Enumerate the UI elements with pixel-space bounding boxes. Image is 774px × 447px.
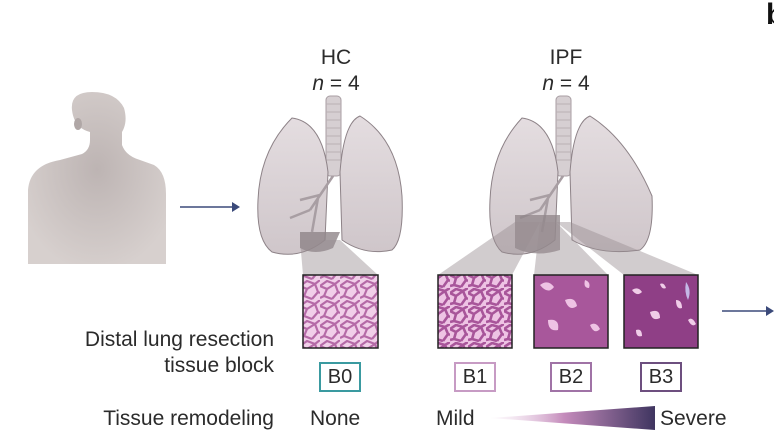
sample-size-symbol: n <box>312 72 325 95</box>
sample-size-ipf: n = 4 <box>526 72 606 96</box>
remodeling-severe: Severe <box>660 407 727 430</box>
human-figure-icon <box>28 92 166 264</box>
hc-lungs-icon <box>257 95 403 255</box>
sample-size-hc: n = 4 <box>296 72 376 96</box>
remodeling-gradient-bar <box>490 406 655 430</box>
sample-size-value: = 4 <box>324 72 360 95</box>
ipf-lungs-icon <box>489 95 653 255</box>
group-label-hc: HC <box>320 46 352 69</box>
sample-size-symbol: n <box>542 72 555 95</box>
remodeling-none: None <box>310 407 361 430</box>
tissue-b3-image <box>623 274 699 349</box>
row-label-tissue-block-line1: Distal lung resection <box>84 328 274 351</box>
arrow-right-icon <box>722 306 774 316</box>
panel-letter: b <box>766 0 774 32</box>
remodeling-mild: Mild <box>436 407 475 430</box>
row-label-tissue-block-line2: tissue block <box>164 354 274 377</box>
tissue-b2-image <box>533 274 609 349</box>
block-label-b0: B0 <box>319 362 361 392</box>
row-label-remodeling: Tissue remodeling <box>103 407 274 430</box>
arrow-right-icon <box>180 202 240 212</box>
projection-cones <box>300 222 698 275</box>
block-label-b2: B2 <box>550 362 592 392</box>
block-label-b1: B1 <box>454 362 496 392</box>
block-label-b3: B3 <box>640 362 682 392</box>
sample-size-value: = 4 <box>554 72 590 95</box>
group-label-ipf: IPF <box>549 46 583 69</box>
tissue-b0-image <box>302 274 379 349</box>
tissue-b1-image <box>437 274 513 349</box>
